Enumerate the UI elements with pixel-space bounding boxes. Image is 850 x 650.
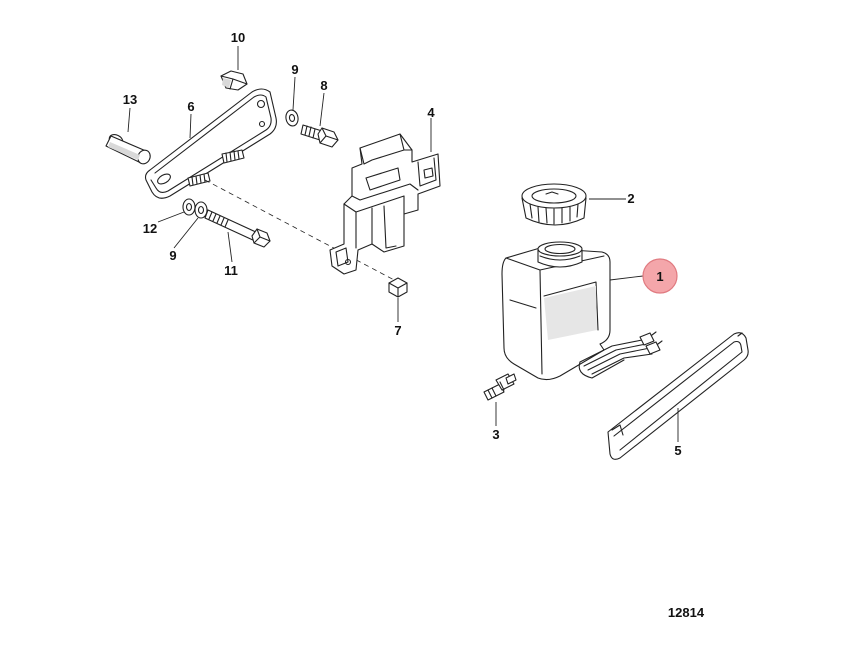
- part-4-bracket: [329, 133, 441, 275]
- part-10-spacer: [220, 70, 248, 91]
- callout-8[interactable]: 8: [320, 78, 327, 93]
- callout-1[interactable]: 1: [656, 269, 663, 284]
- callout-9-upper[interactable]: 9: [291, 62, 298, 77]
- callout-5[interactable]: 5: [674, 443, 681, 458]
- part-5-strap: [607, 332, 749, 460]
- part-1-reservoir: [501, 241, 663, 381]
- callout-7[interactable]: 7: [394, 323, 401, 338]
- callout-6[interactable]: 6: [187, 99, 194, 114]
- part-7-nut: [388, 277, 408, 298]
- part-13-sleeve: [105, 134, 151, 165]
- figure-number: 12814: [668, 605, 705, 620]
- callout-4[interactable]: 4: [427, 105, 435, 120]
- part-9-washer-lower: [194, 201, 208, 219]
- callout-13[interactable]: 13: [123, 92, 137, 107]
- part-11-bolt: [204, 209, 271, 248]
- leader-lines: [127, 46, 679, 442]
- callout-labels: 1 2 3 4 5 6 7 8 9 9 10 11 12 13: [123, 30, 682, 458]
- callout-3[interactable]: 3: [492, 427, 499, 442]
- part-2-cap: [521, 183, 587, 226]
- part-6-plate: [144, 88, 277, 199]
- callout-10[interactable]: 10: [231, 30, 245, 45]
- assembly-line: [204, 179, 399, 283]
- callout-2[interactable]: 2: [627, 191, 634, 206]
- callout-12[interactable]: 12: [143, 221, 157, 236]
- part-3-fitting: [483, 373, 517, 401]
- callout-9-lower[interactable]: 9: [169, 248, 176, 263]
- part-8-bolt: [300, 124, 339, 148]
- part-12-washer: [182, 198, 196, 216]
- part-9-washer-upper: [285, 109, 299, 127]
- callout-11[interactable]: 11: [224, 263, 238, 278]
- callout-1-highlight-circle[interactable]: [642, 258, 678, 294]
